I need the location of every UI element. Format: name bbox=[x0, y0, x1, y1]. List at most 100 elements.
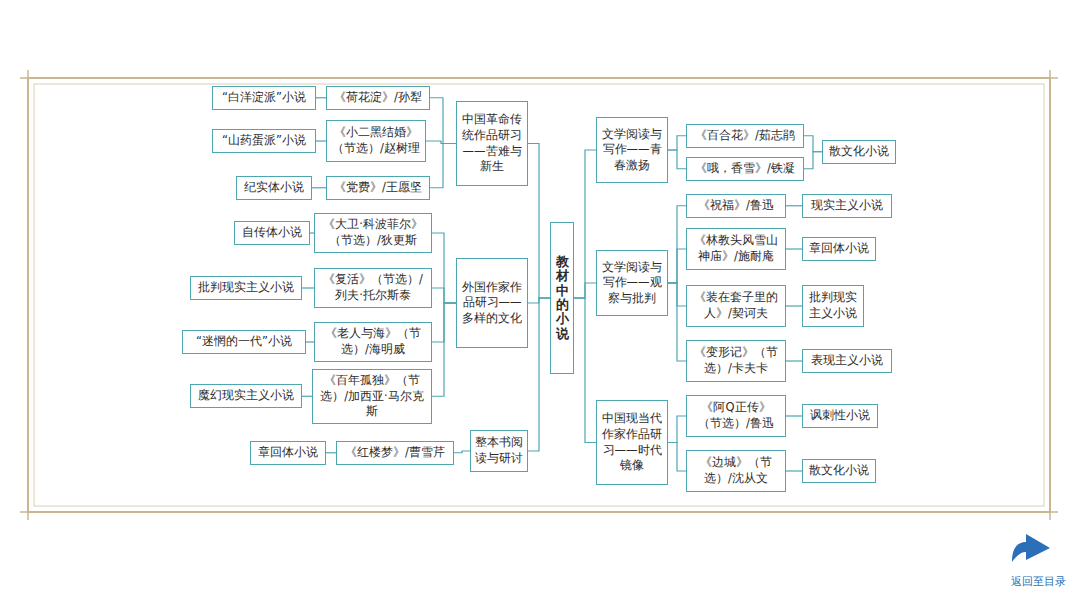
box-text: 外国作家作品研习——多样的文化 bbox=[461, 280, 523, 327]
box-text: 魔幻现实主义小说 bbox=[198, 388, 294, 404]
category-box: 整本书阅读与研讨 bbox=[470, 430, 528, 472]
tree-connector bbox=[668, 416, 686, 443]
category-box: 文学阅读与写作——青春激扬 bbox=[596, 117, 668, 183]
genre-box: 表现主义小说 bbox=[802, 349, 892, 373]
inner-frame bbox=[34, 84, 1044, 506]
box-text: 表现主义小说 bbox=[811, 353, 883, 369]
genre-box: “白洋淀派”小说 bbox=[212, 86, 316, 110]
tree-connector bbox=[668, 443, 686, 472]
genre-box: 现实主义小说 bbox=[802, 194, 892, 218]
genre-box: 章回体小说 bbox=[250, 441, 326, 465]
box-text: 现实主义小说 bbox=[811, 198, 883, 214]
genre-box: “山药蛋派”小说 bbox=[212, 129, 316, 153]
box-text: 中国现当代作家作品研习——时代镜像 bbox=[601, 411, 663, 473]
tree-connector bbox=[574, 298, 596, 443]
tree-connector bbox=[786, 248, 802, 249]
tree-connector bbox=[668, 150, 686, 169]
box-text: 散文化小说 bbox=[809, 463, 869, 479]
genre-box: 章回体小说 bbox=[802, 237, 876, 261]
work-box: 《变形记》（节选）/卡夫卡 bbox=[686, 340, 786, 382]
work-box: 《百合花》/茹志鹃 bbox=[686, 124, 804, 148]
work-box: 《红楼梦》/曹雪芹 bbox=[336, 441, 454, 465]
box-text: 《哦，香雪》/铁凝 bbox=[695, 161, 795, 177]
work-box: 《党费》/王愿坚 bbox=[326, 176, 430, 200]
box-text: 《祝福》/鲁迅 bbox=[698, 198, 774, 214]
tree-connector bbox=[432, 288, 456, 303]
box-text: 纪实体小说 bbox=[244, 180, 304, 196]
tree-connector bbox=[432, 303, 456, 396]
work-box: 《荷花淀》/孙犁 bbox=[326, 86, 430, 110]
box-text: 《红楼梦》/曹雪芹 bbox=[345, 445, 445, 461]
genre-box: 批判现实主义小说 bbox=[802, 285, 864, 327]
box-text: 《林教头风雪山神庙》/施耐庵 bbox=[691, 233, 781, 264]
box-text: 章回体小说 bbox=[258, 445, 318, 461]
tree-connector bbox=[454, 451, 470, 453]
work-box: 《大卫·科波菲尔》（节选）/狄更斯 bbox=[314, 213, 432, 253]
genre-box: 散文化小说 bbox=[802, 459, 876, 483]
tree-connector bbox=[316, 97, 326, 98]
genre-box: 纪实体小说 bbox=[236, 176, 312, 200]
box-text: 文学阅读与写作——观察与批判 bbox=[601, 260, 663, 307]
box-text: 《百年孤独》（节选）/加西亚·马尔克斯 bbox=[317, 373, 427, 420]
box-text: 《阿Q正传》（节选）/鲁迅 bbox=[691, 400, 781, 431]
tree-connector bbox=[306, 341, 314, 342]
category-box: 外国作家作品研习——多样的文化 bbox=[456, 258, 528, 348]
root-box: 教材中的小说 bbox=[550, 222, 574, 374]
work-box: 《边城》（节选）/沈从文 bbox=[686, 450, 786, 492]
tree-connector bbox=[786, 305, 802, 306]
tree-connector bbox=[668, 283, 686, 361]
tree-connector bbox=[312, 187, 326, 188]
work-box: 《林教头风雪山神庙》/施耐庵 bbox=[686, 228, 786, 270]
tree-connector bbox=[302, 287, 314, 288]
box-text: “迷惘的一代”小说 bbox=[196, 334, 292, 350]
tree-connector bbox=[316, 140, 326, 141]
tree-connector bbox=[804, 136, 822, 152]
tree-connector bbox=[326, 452, 336, 453]
tree-connector bbox=[574, 150, 596, 298]
corner-ornament bbox=[20, 70, 1058, 520]
box-text: “山药蛋派”小说 bbox=[222, 133, 306, 149]
tree-connector bbox=[432, 233, 456, 303]
box-text: 《装在套子里的人》/契诃夫 bbox=[691, 290, 781, 321]
box-text: 《荷花淀》/孙犁 bbox=[334, 90, 422, 106]
work-box: 《哦，香雪》/铁凝 bbox=[686, 157, 804, 181]
box-text: 章回体小说 bbox=[809, 241, 869, 257]
genre-box: “迷惘的一代”小说 bbox=[182, 330, 306, 354]
box-text: 批判现实主义小说 bbox=[198, 280, 294, 296]
tree-connector bbox=[786, 470, 802, 471]
box-text: 教材中的小说 bbox=[556, 255, 569, 341]
work-box: 《复活》（节选）/列夫·托尔斯泰 bbox=[314, 268, 432, 308]
genre-box: 自传体小说 bbox=[234, 221, 310, 245]
box-text: 《党费》/王愿坚 bbox=[334, 180, 422, 196]
genre-box: 讽刺性小说 bbox=[802, 404, 878, 428]
tree-connector bbox=[786, 360, 802, 361]
return-label: 返回至目录 bbox=[1011, 574, 1066, 589]
tree-connector bbox=[668, 136, 686, 150]
box-text: 散文化小说 bbox=[829, 144, 889, 160]
box-text: 中国革命传统作品研习——苦难与新生 bbox=[461, 112, 523, 174]
box-text: 讽刺性小说 bbox=[810, 408, 870, 424]
work-box: 《小二黑结婚》（节选）/赵树理 bbox=[326, 120, 426, 162]
box-text: 整本书阅读与研讨 bbox=[475, 435, 523, 466]
box-text: 《百合花》/茹志鹃 bbox=[695, 128, 795, 144]
box-text: “白洋淀派”小说 bbox=[222, 90, 306, 106]
work-box: 《百年孤独》（节选）/加西亚·马尔克斯 bbox=[312, 369, 432, 424]
tree-connector bbox=[786, 415, 802, 416]
tree-connector bbox=[302, 396, 312, 397]
box-text: 《变形记》（节选）/卡夫卡 bbox=[691, 345, 781, 376]
tree-connector bbox=[668, 206, 686, 283]
box-text: 《小二黑结婚》（节选）/赵树理 bbox=[331, 125, 421, 156]
return-arrow bbox=[1012, 534, 1050, 562]
genre-box: 散文化小说 bbox=[822, 140, 896, 164]
category-box: 中国革命传统作品研习——苦难与新生 bbox=[456, 101, 528, 186]
work-box: 《阿Q正传》（节选）/鲁迅 bbox=[686, 395, 786, 437]
box-text: 《复活》（节选）/列夫·托尔斯泰 bbox=[319, 272, 427, 303]
box-text: 《大卫·科波菲尔》（节选）/狄更斯 bbox=[319, 217, 427, 248]
work-box: 《祝福》/鲁迅 bbox=[686, 194, 786, 218]
category-box: 中国现当代作家作品研习——时代镜像 bbox=[596, 400, 668, 485]
genre-box: 批判现实主义小说 bbox=[190, 276, 302, 300]
tree-connector bbox=[528, 144, 550, 299]
work-box: 《装在套子里的人》/契诃夫 bbox=[686, 285, 786, 327]
tree-connector bbox=[430, 98, 456, 144]
